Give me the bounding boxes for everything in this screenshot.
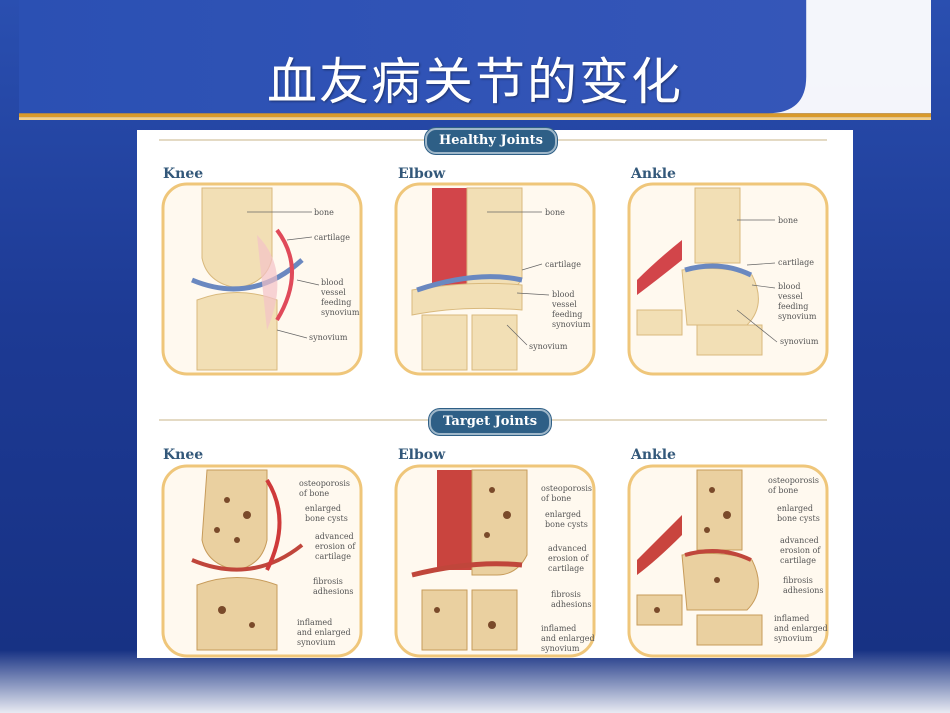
- label-blood-vessel: blood vessel feeding synovium: [778, 282, 817, 321]
- label-cartilage: cartilage: [314, 233, 351, 242]
- target-elbow-title: Elbow: [398, 447, 446, 463]
- label-erosion: advanced erosion of cartilage: [548, 544, 589, 573]
- label-synovium: synovium: [309, 333, 348, 342]
- label-blood-vessel: blood vessel feeding synovium: [552, 290, 591, 329]
- bottom-gradient: [0, 650, 950, 713]
- label-bone: bone: [778, 216, 798, 225]
- target-knee-panel: [161, 464, 363, 658]
- label-osteoporosis: osteoporosis of bone: [299, 479, 351, 498]
- healthy-ankle-title: Ankle: [631, 166, 676, 182]
- label-bone-cysts: enlarged bone cysts: [305, 504, 348, 523]
- healthy-ankle-panel: [627, 182, 829, 376]
- label-bone: bone: [314, 208, 334, 217]
- label-fibrosis: fibrosis adhesions: [551, 590, 592, 609]
- label-bone-cysts: enlarged bone cysts: [545, 510, 588, 529]
- healthy-joints-header: Healthy Joints: [425, 128, 557, 154]
- healthy-elbow-title: Elbow: [398, 166, 446, 182]
- label-synovium-inflamed: inflamed and enlarged synovium: [774, 614, 828, 643]
- slide-title: 血友病关节的变化: [267, 53, 683, 111]
- healthy-elbow-panel: [394, 182, 596, 376]
- label-blood-vessel: blood vessel feeding synovium: [321, 278, 360, 317]
- joints-artwork: [159, 139, 829, 658]
- label-synovium: synovium: [780, 337, 819, 346]
- label-cartilage: cartilage: [778, 258, 815, 267]
- target-elbow-panel: [394, 464, 596, 658]
- target-ankle-panel: [627, 464, 829, 658]
- label-bone-cysts: enlarged bone cysts: [777, 504, 820, 523]
- label-synovium-inflamed: inflamed and enlarged synovium: [541, 624, 595, 653]
- label-fibrosis: fibrosis adhesions: [783, 576, 824, 595]
- target-ankle-title: Ankle: [631, 447, 676, 463]
- label-synovium: synovium: [529, 342, 568, 351]
- healthy-knee-panel: [161, 182, 363, 376]
- label-cartilage: cartilage: [545, 260, 582, 269]
- target-knee-title: Knee: [163, 447, 204, 463]
- joints-illustration: Healthy Joints Target Joints Knee Elbow …: [137, 128, 853, 658]
- label-erosion: advanced erosion of cartilage: [780, 536, 821, 565]
- label-synovium-inflamed: inflamed and enlarged synovium: [297, 618, 351, 647]
- title-banner: [19, 0, 931, 120]
- label-fibrosis: fibrosis adhesions: [313, 577, 354, 596]
- label-bone: bone: [545, 208, 565, 217]
- target-joints-header: Target Joints: [429, 409, 552, 435]
- label-osteoporosis: osteoporosis of bone: [768, 476, 820, 495]
- label-osteoporosis: osteoporosis of bone: [541, 484, 593, 503]
- healthy-knee-title: Knee: [163, 166, 204, 182]
- label-erosion: advanced erosion of cartilage: [315, 532, 356, 561]
